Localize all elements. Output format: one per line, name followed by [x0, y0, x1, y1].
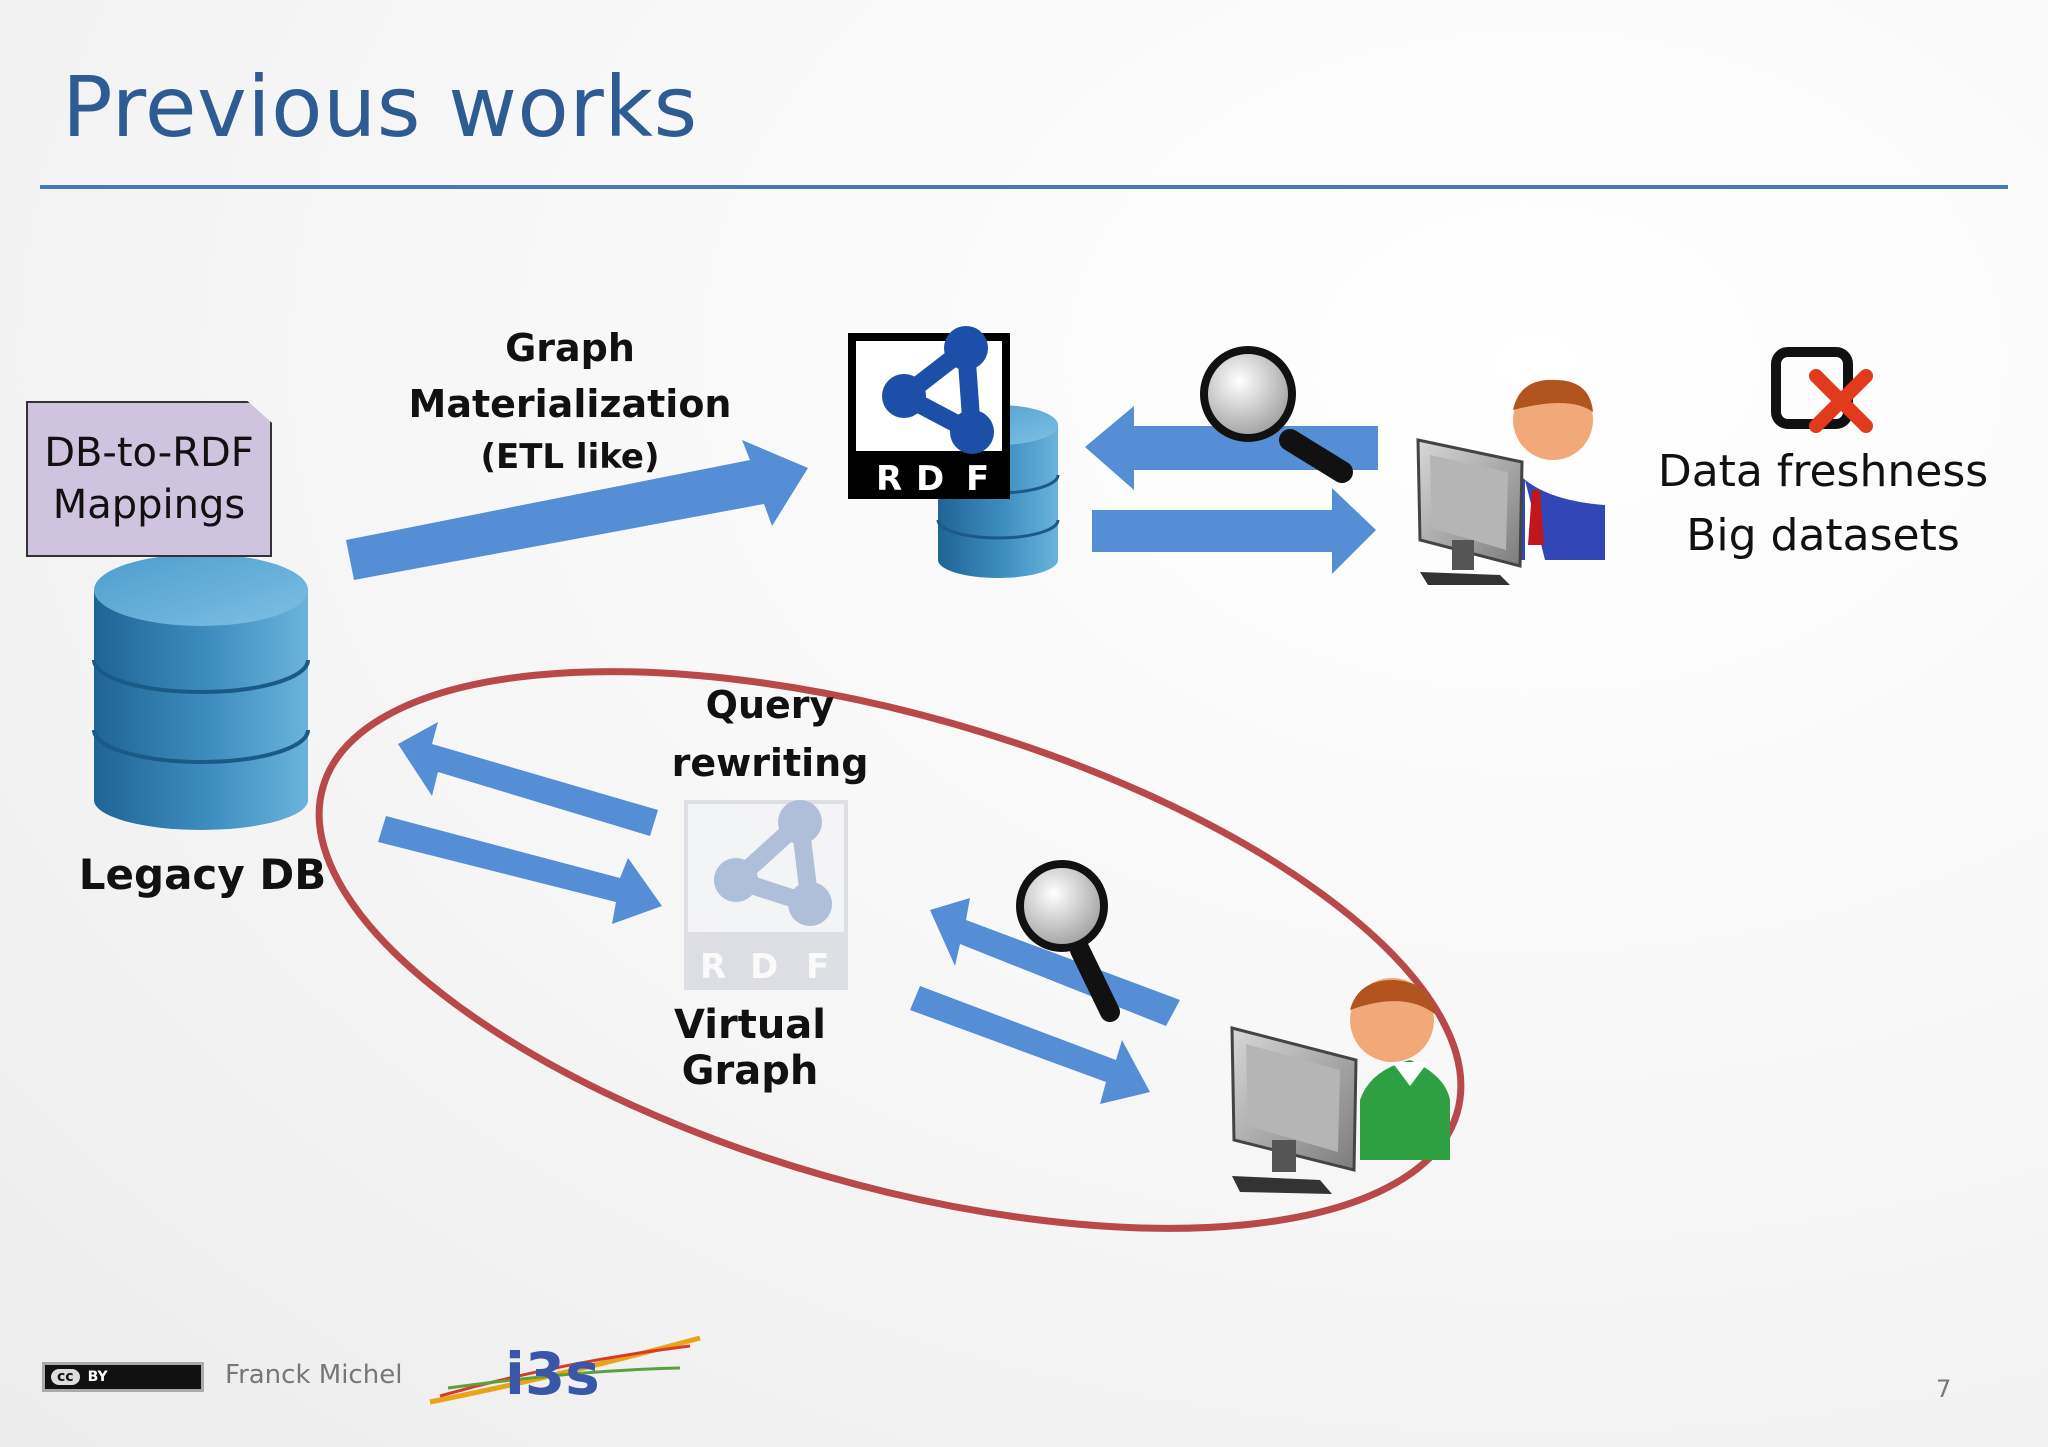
materialization-arrow: [346, 440, 808, 580]
virtual-rdf-letter-d: D: [750, 947, 778, 987]
rdf-letter-d: D: [916, 459, 944, 499]
rdf-letter-f: F: [966, 459, 989, 499]
slide-title: Previous works: [62, 58, 698, 156]
materialization-line2: Materialization: [408, 382, 732, 426]
mappings-label-line2: Mappings: [52, 482, 246, 528]
cancel-check-icon: [1771, 347, 1873, 433]
virtual-rdf-logo-icon: R D F: [684, 800, 848, 990]
cc-icon: cc: [51, 1369, 80, 1385]
rewrite-arrow-left: [398, 722, 658, 836]
rewrite-arrow-right: [378, 816, 662, 924]
user-icon-top: [1416, 379, 1605, 585]
db-to-rdf-mappings-box: DB-to-RDF Mappings: [26, 401, 272, 557]
rdf-letter-r: R: [876, 459, 902, 499]
user-icon-bottom: [1230, 978, 1450, 1194]
query-rewriting-line2: rewriting: [671, 741, 869, 785]
query-arrow-right-top: [1092, 488, 1376, 574]
rdf-logo-icon: R D F: [848, 326, 1010, 499]
mappings-label-line1: DB-to-RDF: [44, 430, 254, 476]
page-number: 7: [1936, 1375, 1952, 1403]
magnifier-icon-bottom: [1016, 860, 1120, 1022]
virtual-rdf-letter-r: R: [700, 947, 726, 987]
virtual-graph-label: Virtual Graph: [674, 1002, 826, 1094]
highlight-ellipse: [315, 668, 1465, 1232]
legacy-db-label: Legacy DB: [78, 850, 327, 899]
materialization-line1: Graph: [505, 326, 635, 370]
drawbacks-label: Data freshness Big datasets: [1630, 440, 2016, 568]
materialization-line3: (ETL like): [480, 437, 660, 477]
author-name: Franck Michel: [225, 1360, 403, 1390]
query-arrow-left-top: [1085, 406, 1378, 490]
query-rewriting-line1: Query: [705, 683, 835, 727]
license-by: BY: [87, 1369, 108, 1385]
virtual-rdf-letter-f: F: [806, 947, 829, 987]
query-arrow-left-bottom: [930, 898, 1180, 1026]
drawback-big-datasets: Big datasets: [1686, 510, 1960, 561]
i3s-logo-text: i3s: [505, 1340, 600, 1408]
i3s-logo: i3s: [429, 1335, 701, 1408]
drawback-data-freshness: Data freshness: [1657, 446, 1989, 497]
title-rule: [40, 185, 2008, 189]
materialization-label: Graph Materialization (ETL like): [400, 320, 740, 482]
legacy-db-icon: [92, 554, 310, 830]
cc-license-badge: cc BY: [42, 1362, 204, 1392]
query-arrow-right-bottom: [910, 986, 1150, 1104]
magnifier-icon-top: [1200, 346, 1353, 483]
query-rewriting-label: Query rewriting: [640, 676, 900, 792]
